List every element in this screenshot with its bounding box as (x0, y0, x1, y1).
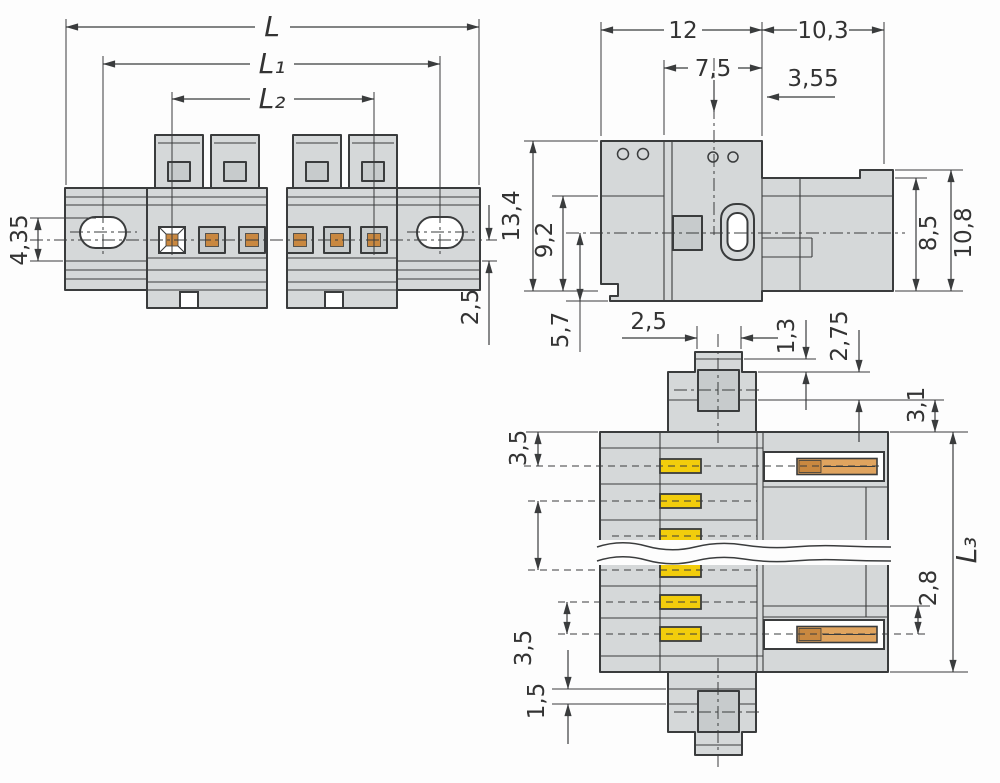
dim-label-3-1: 3,1 (904, 387, 930, 424)
dim-label-2-75: 2,75 (827, 310, 853, 361)
dim-label-L1: L₁ (259, 47, 286, 80)
housing-lines (147, 196, 397, 291)
dim-label-13-4: 13,4 (499, 190, 525, 241)
dim-label-8-5: 8,5 (916, 215, 942, 252)
plan-view-dimensions: 2,5 1,3 2,75 3,1 3,5 3,5 (506, 309, 983, 744)
side-view: 12 10,3 7,5 3,55 13,4 9,2 8,5 10,8 5,7 (499, 18, 977, 352)
dim-label-5-7: 5,7 (548, 312, 574, 349)
housing-foot-notch (179, 291, 199, 309)
dim-label-4-35: 4,35 (7, 214, 33, 265)
front-view: L L₁ L₂ 4,35 2,5 (7, 10, 497, 345)
break-band (596, 540, 893, 565)
dim-label-3-5-bottom: 3,5 (511, 630, 537, 667)
front-view-part (30, 134, 497, 309)
dim-label-L2: L₂ (259, 82, 286, 115)
dim-label-3-55: 3,55 (787, 66, 838, 92)
side-view-part (566, 58, 905, 302)
dim-label-10-8: 10,8 (951, 207, 977, 258)
coding-port-inner (726, 212, 749, 252)
break-line-bottom (596, 556, 892, 565)
contact-centerlines (524, 465, 930, 635)
dim-label-1-3: 1,3 (774, 318, 800, 355)
slot-centerlines (70, 210, 474, 256)
dim-label-2-8: 2,8 (916, 570, 942, 607)
dim-label-3-5-top: 3,5 (506, 430, 532, 467)
dim-label-2-5-plan: 2,5 (630, 309, 667, 335)
dim-label-2-5-front: 2,5 (458, 289, 484, 326)
dim-label-12: 12 (668, 18, 697, 44)
side-view-inner-lines (601, 141, 893, 301)
dim-label-7-5: 7,5 (695, 56, 732, 82)
dim-label-1-5: 1,5 (524, 683, 550, 720)
housing-foot-notch (324, 291, 344, 309)
coding-port-outer (720, 203, 755, 261)
front-view-dimensions: L L₁ L₂ 4,35 2,5 (7, 10, 497, 345)
clamp-contact-top-detail (798, 460, 822, 473)
dim-label-9-2: 9,2 (532, 222, 558, 259)
dim-label-10-3: 10,3 (797, 18, 848, 44)
plan-view: 2,5 1,3 2,75 3,1 3,5 3,5 (506, 309, 983, 770)
dim-label-L: L (264, 10, 280, 43)
latch-tabs (154, 134, 398, 189)
flange-lines (65, 196, 480, 280)
side-view-dimensions: 12 10,3 7,5 3,55 13,4 9,2 8,5 10,8 5,7 (499, 18, 977, 352)
break-line-top (596, 542, 892, 551)
dim-label-L3: L₃ (950, 537, 983, 564)
plan-view-part (524, 334, 930, 770)
vent-holes (616, 147, 739, 163)
